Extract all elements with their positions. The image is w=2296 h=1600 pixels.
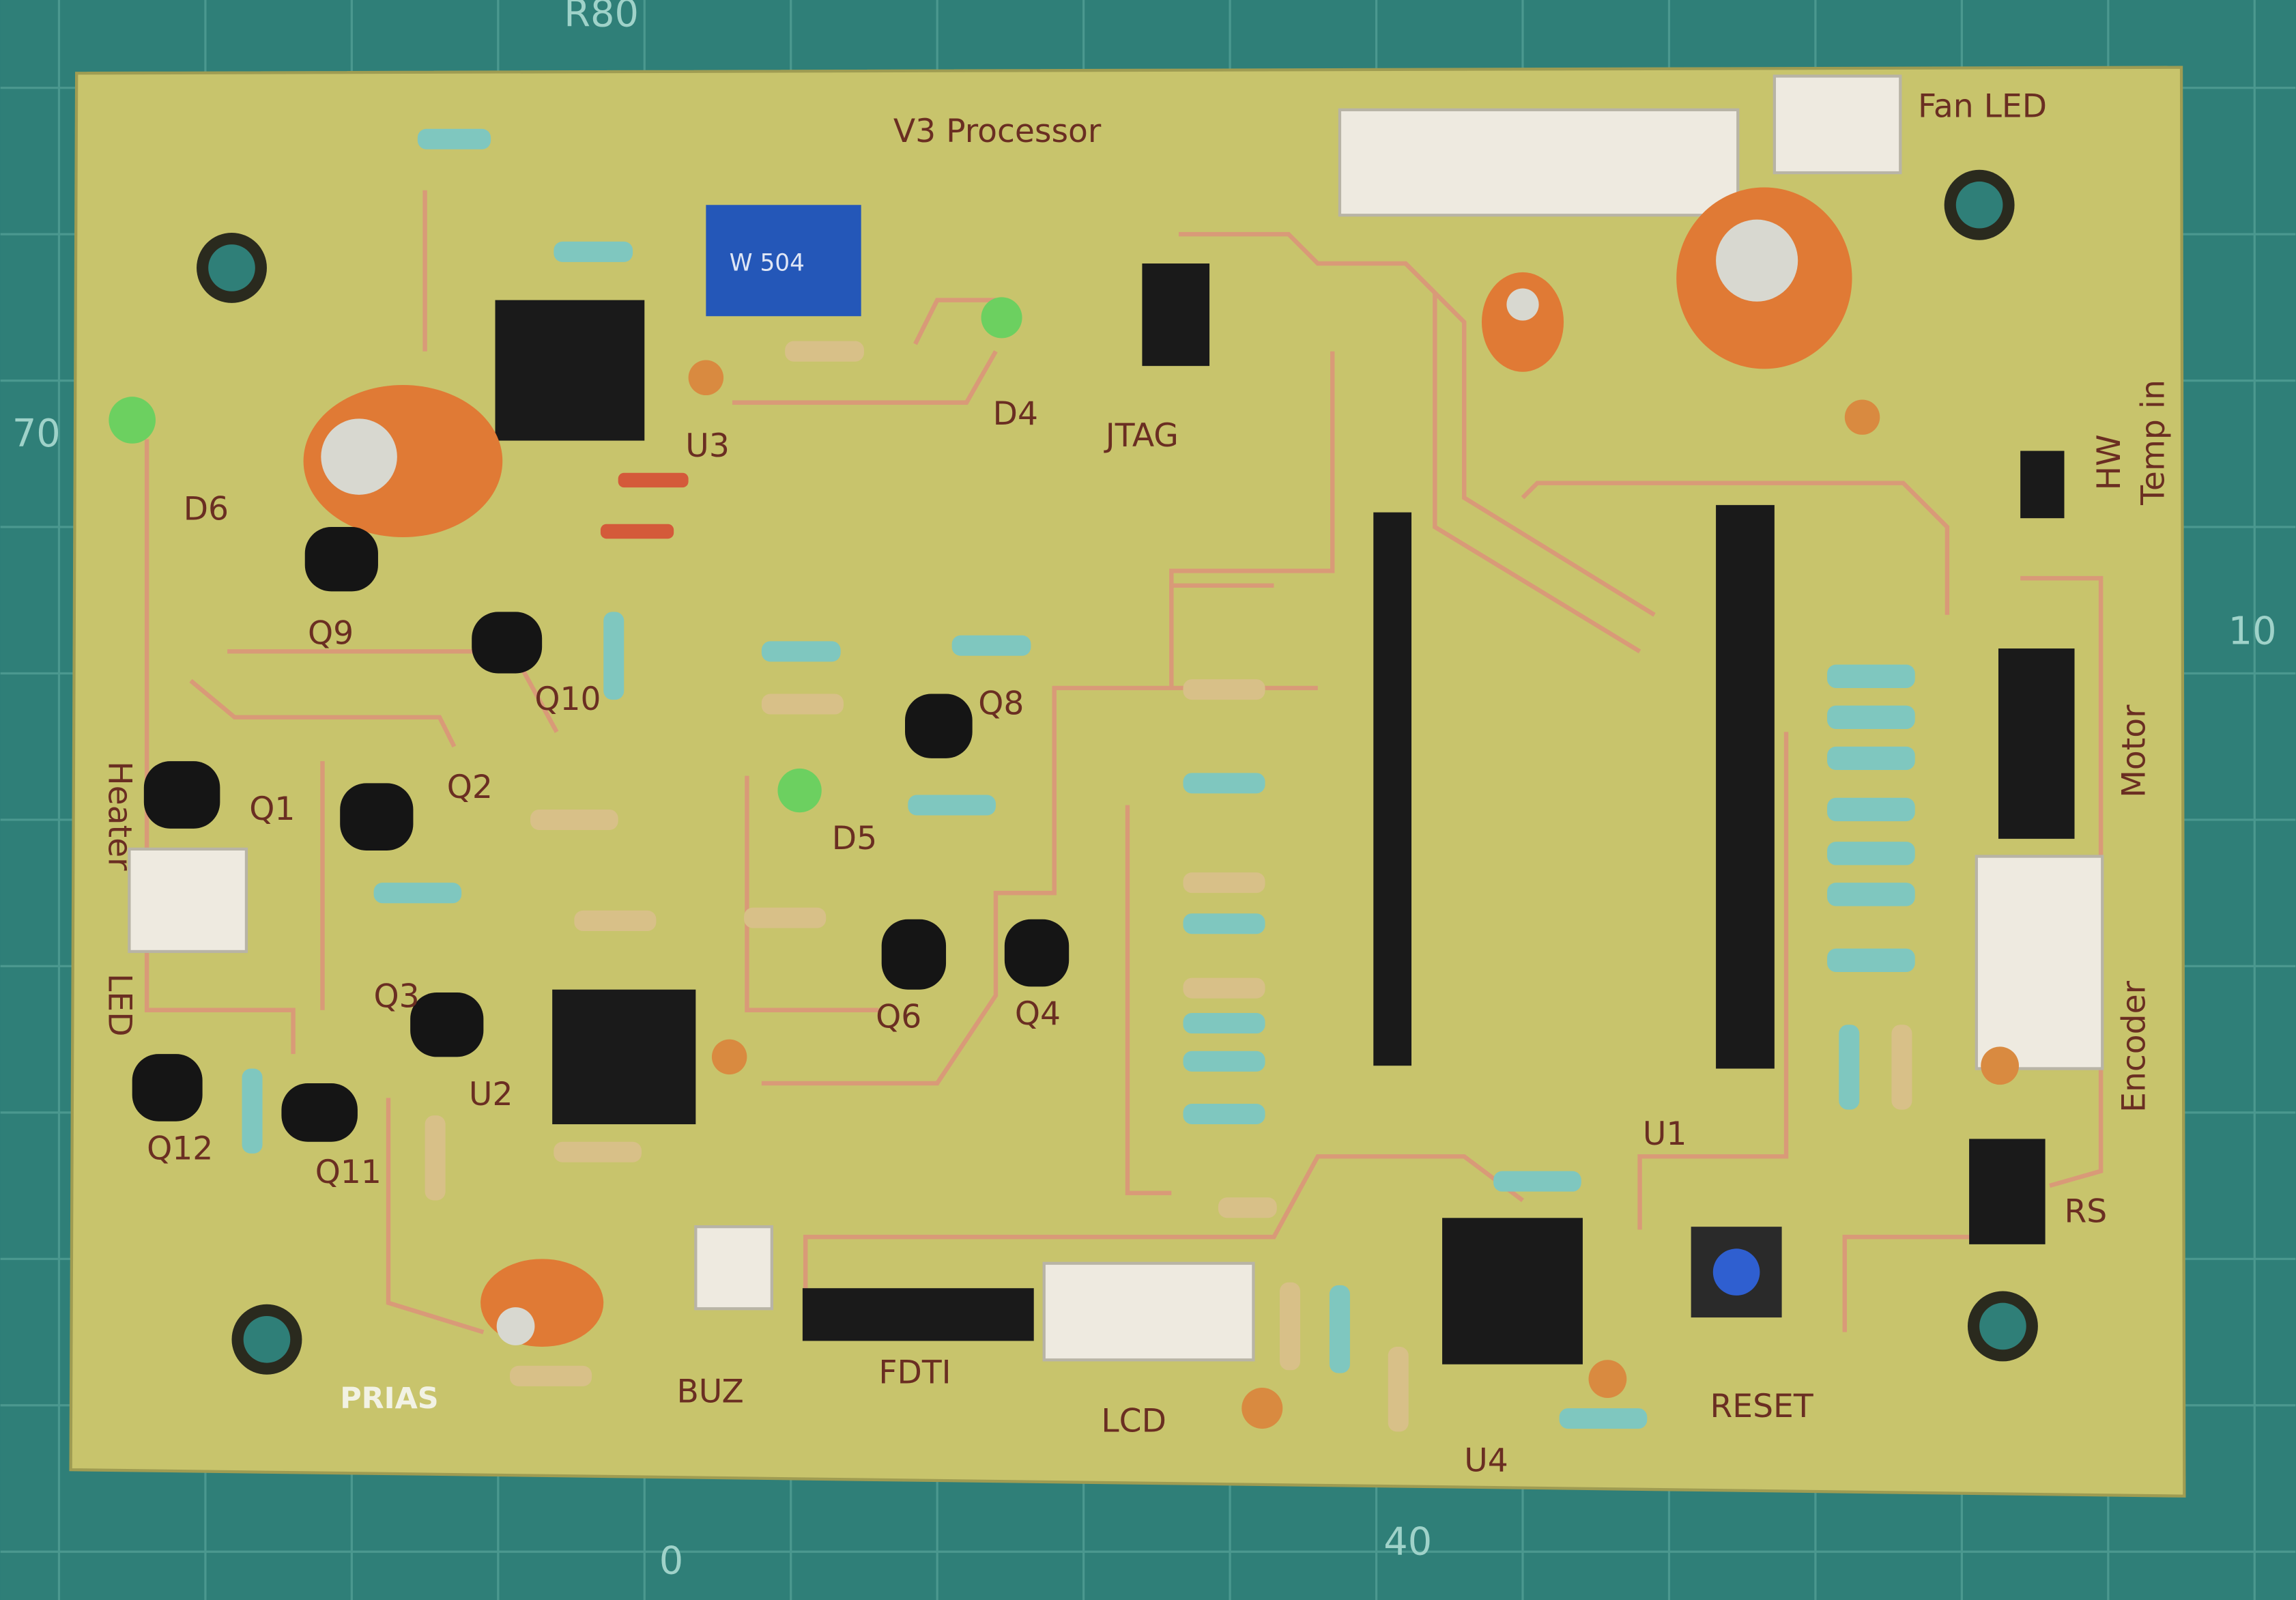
lcd-connector — [1042, 1261, 1255, 1362]
label-buz: BUZ — [676, 1373, 743, 1410]
label-prias: PRIAS — [340, 1382, 438, 1416]
transistor-q4 — [1004, 919, 1070, 987]
label-q11: Q11 — [315, 1154, 382, 1191]
label-q8: Q8 — [978, 685, 1024, 723]
label-d5: D5 — [832, 820, 877, 857]
label-hw: HW — [2091, 434, 2128, 490]
label-u1: U1 — [1643, 1115, 1687, 1153]
potentiometer — [706, 205, 861, 317]
transistor-q6 — [881, 919, 947, 990]
fdti-header — [802, 1288, 1034, 1341]
u1-header-right — [1716, 504, 1775, 1069]
label-fdti: FDTI — [878, 1354, 951, 1392]
mat-number: 40 — [1383, 1520, 1432, 1565]
label-jtag: JTAG — [1104, 417, 1179, 455]
label-q2: Q2 — [447, 769, 493, 806]
board-title: V3 Processor — [893, 113, 1102, 150]
label-q4: Q4 — [1015, 995, 1061, 1033]
label-q9: Q9 — [308, 615, 354, 653]
mounting-holes — [197, 169, 2038, 1375]
label-rs: RS — [2064, 1193, 2107, 1231]
transistor-q9 — [304, 527, 378, 592]
buzzer-connector — [694, 1225, 773, 1311]
mat-number: 0 — [659, 1539, 683, 1583]
u3-ic-socket — [495, 300, 645, 441]
transistor-q8 — [905, 694, 973, 758]
mat-number: R80 — [564, 0, 639, 36]
label-q10: Q10 — [534, 681, 601, 718]
capacitor — [1481, 272, 1564, 372]
transistor-q3 — [410, 992, 484, 1057]
label-d4: D4 — [993, 395, 1038, 433]
u4-ic-socket — [1442, 1218, 1583, 1365]
reset-button-cap — [1712, 1248, 1760, 1296]
label-led: LED — [100, 973, 138, 1036]
transistor-q1 — [143, 761, 220, 829]
u2-ic-socket — [552, 989, 696, 1125]
label-u3: U3 — [685, 427, 730, 465]
transistor-q10 — [472, 612, 543, 674]
label-q12: Q12 — [147, 1130, 213, 1167]
led-d4 — [981, 297, 1022, 339]
label-motor: Motor — [2115, 704, 2153, 798]
pot-label: W 504 — [730, 250, 805, 277]
label-q3: Q3 — [374, 977, 420, 1015]
connector-8pin — [1338, 108, 1740, 217]
label-reset: RESET — [1710, 1388, 1813, 1425]
motor-header — [1998, 648, 2075, 839]
rs-transistor — [1969, 1139, 2046, 1244]
mat-number: 10 — [2228, 610, 2277, 654]
label-heater: Heater — [100, 761, 138, 871]
label-d6: D6 — [184, 490, 229, 528]
label-temp-in: Temp in — [2134, 380, 2172, 506]
transistor-q11 — [281, 1083, 358, 1142]
led-d6 — [109, 397, 156, 444]
u1-header-left — [1373, 512, 1412, 1066]
copper-traces — [144, 190, 2104, 1334]
mat-number: 70 — [12, 412, 61, 456]
encoder-connector — [1975, 855, 2104, 1070]
label-q6: Q6 — [876, 998, 921, 1035]
label-fan-led: Fan LED — [1918, 88, 2047, 126]
transistor-q2 — [340, 783, 414, 851]
label-q1: Q1 — [249, 790, 295, 828]
led-d5 — [777, 768, 822, 813]
label-encoder: Encoder — [2115, 980, 2153, 1112]
fan-led-connector — [1773, 74, 1902, 175]
transistor-q12 — [132, 1054, 203, 1122]
label-lcd: LCD — [1101, 1402, 1166, 1440]
hw-temp-header — [2020, 451, 2065, 519]
resistors — [242, 128, 1915, 1432]
jtag-header — [1142, 263, 1210, 367]
label-u4: U4 — [1464, 1442, 1508, 1479]
heater-connector — [128, 847, 248, 954]
label-u2: U2 — [469, 1076, 513, 1113]
